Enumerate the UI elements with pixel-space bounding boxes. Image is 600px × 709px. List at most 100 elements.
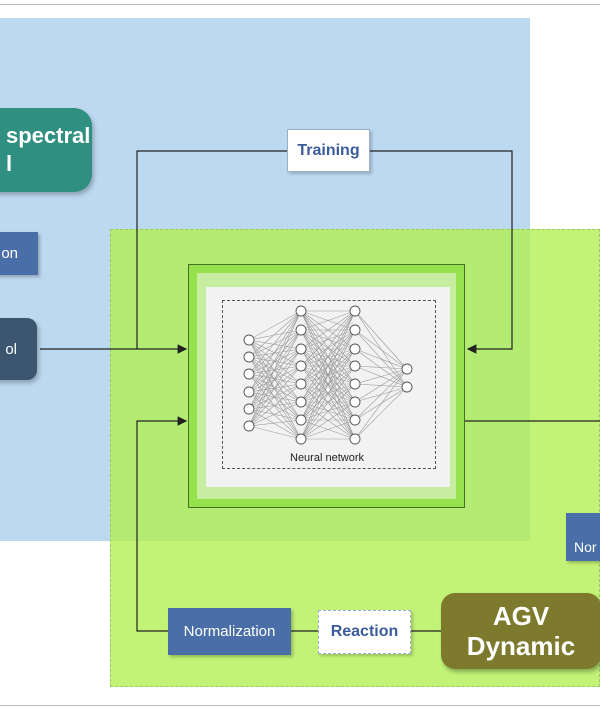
network-edge xyxy=(354,368,408,421)
figure-frame xyxy=(0,4,600,706)
network-edge xyxy=(248,310,302,341)
network-edge xyxy=(300,310,356,367)
network-edge xyxy=(300,310,356,403)
network-edge xyxy=(248,348,302,427)
right-normalization-box: Nor xyxy=(566,513,600,561)
network-edge xyxy=(248,310,302,410)
network-node-layer-1 xyxy=(243,403,255,415)
network-edge xyxy=(248,425,302,440)
network-edge xyxy=(300,348,356,367)
network-edge xyxy=(354,348,408,388)
agv-label-line1: AGV xyxy=(492,601,550,631)
network-edge xyxy=(300,348,356,440)
network-edge xyxy=(248,408,302,440)
network-edge xyxy=(354,386,408,440)
network-edge xyxy=(248,391,302,421)
network-edge xyxy=(354,368,408,385)
network-node-layer-2 xyxy=(295,343,307,355)
network-node-layer-3 xyxy=(349,343,361,355)
right-normalization-label: Nor xyxy=(574,539,597,555)
network-edge xyxy=(300,310,356,421)
neural-network-dashed-frame xyxy=(222,300,436,469)
network-edge xyxy=(354,365,408,370)
network-node-layer-4 xyxy=(401,363,413,375)
network-edge xyxy=(300,348,356,385)
network-node-layer-2 xyxy=(295,396,307,408)
network-edge xyxy=(354,329,408,370)
left-blue-box: on xyxy=(0,232,38,275)
network-edge xyxy=(248,391,302,440)
network-node-layer-2 xyxy=(295,305,307,317)
network-nodes xyxy=(243,305,413,445)
network-edge xyxy=(248,356,302,403)
network-edge xyxy=(354,368,408,403)
network-edge xyxy=(248,339,302,403)
network-edge xyxy=(248,348,302,393)
network-node-layer-2 xyxy=(295,414,307,426)
network-node-layer-3 xyxy=(349,433,361,445)
network-edge xyxy=(248,339,302,385)
network-node-layer-3 xyxy=(349,305,361,317)
network-edge xyxy=(300,365,356,440)
network-node-layer-1 xyxy=(243,420,255,432)
network-edge xyxy=(300,383,356,440)
network-node-layer-2 xyxy=(295,324,307,336)
network-node-layer-1 xyxy=(243,351,255,363)
left-blue-box-label: on xyxy=(1,245,18,262)
network-edge xyxy=(354,329,408,388)
network-edge xyxy=(248,329,302,341)
reaction-label: Reaction xyxy=(330,623,399,640)
normalization-feedback-line xyxy=(136,416,188,632)
network-edge xyxy=(248,310,302,358)
network-edge xyxy=(248,401,302,427)
network-edge xyxy=(354,310,408,370)
network-edge xyxy=(248,365,302,427)
control-box-label: ol xyxy=(5,340,17,358)
network-edge xyxy=(300,365,356,421)
network-edge xyxy=(248,329,302,358)
network-edge xyxy=(248,310,302,393)
network-edge xyxy=(300,310,356,350)
network-edge xyxy=(248,339,302,350)
network-node-layer-3 xyxy=(349,396,361,408)
network-edge xyxy=(248,383,302,427)
network-edge xyxy=(300,419,356,440)
network-edge xyxy=(354,368,408,440)
spectral-label-line2: l xyxy=(6,151,13,176)
network-edge xyxy=(248,383,302,410)
network-edge xyxy=(300,401,356,440)
spectral-box: spectral l xyxy=(0,108,92,192)
agv-label-line2: Dynamic xyxy=(466,631,576,661)
training-label: Training xyxy=(297,141,360,159)
network-edge xyxy=(248,339,302,440)
normalization-label: Normalization xyxy=(183,623,276,640)
network-edge xyxy=(300,310,356,440)
network-edge xyxy=(248,408,302,421)
control-box: ol xyxy=(0,318,37,380)
network-edge xyxy=(248,356,302,421)
network-edge xyxy=(248,348,302,375)
network-node-layer-3 xyxy=(349,324,361,336)
network-edge xyxy=(300,310,356,331)
network-edge xyxy=(248,373,302,440)
training-box: Training xyxy=(287,129,370,172)
network-node-layer-3 xyxy=(349,414,361,426)
network-edge xyxy=(248,348,302,358)
network-node-layer-1 xyxy=(243,368,255,380)
network-edge xyxy=(248,419,302,427)
training-right-line xyxy=(370,150,513,354)
network-edge xyxy=(300,329,356,350)
network-edge xyxy=(248,391,302,403)
network-edge xyxy=(354,348,408,370)
normalization-box: Normalization xyxy=(168,608,291,655)
network-node-layer-3 xyxy=(349,360,361,372)
network-edge xyxy=(248,310,302,375)
network-node-layer-2 xyxy=(295,433,307,445)
network-edge xyxy=(248,401,302,410)
training-left-line xyxy=(136,150,287,349)
spectral-label-line1: spectral xyxy=(6,123,91,148)
network-node-layer-2 xyxy=(295,360,307,372)
neural-network-caption: Neural network xyxy=(290,452,364,464)
network-node-layer-1 xyxy=(243,334,255,346)
